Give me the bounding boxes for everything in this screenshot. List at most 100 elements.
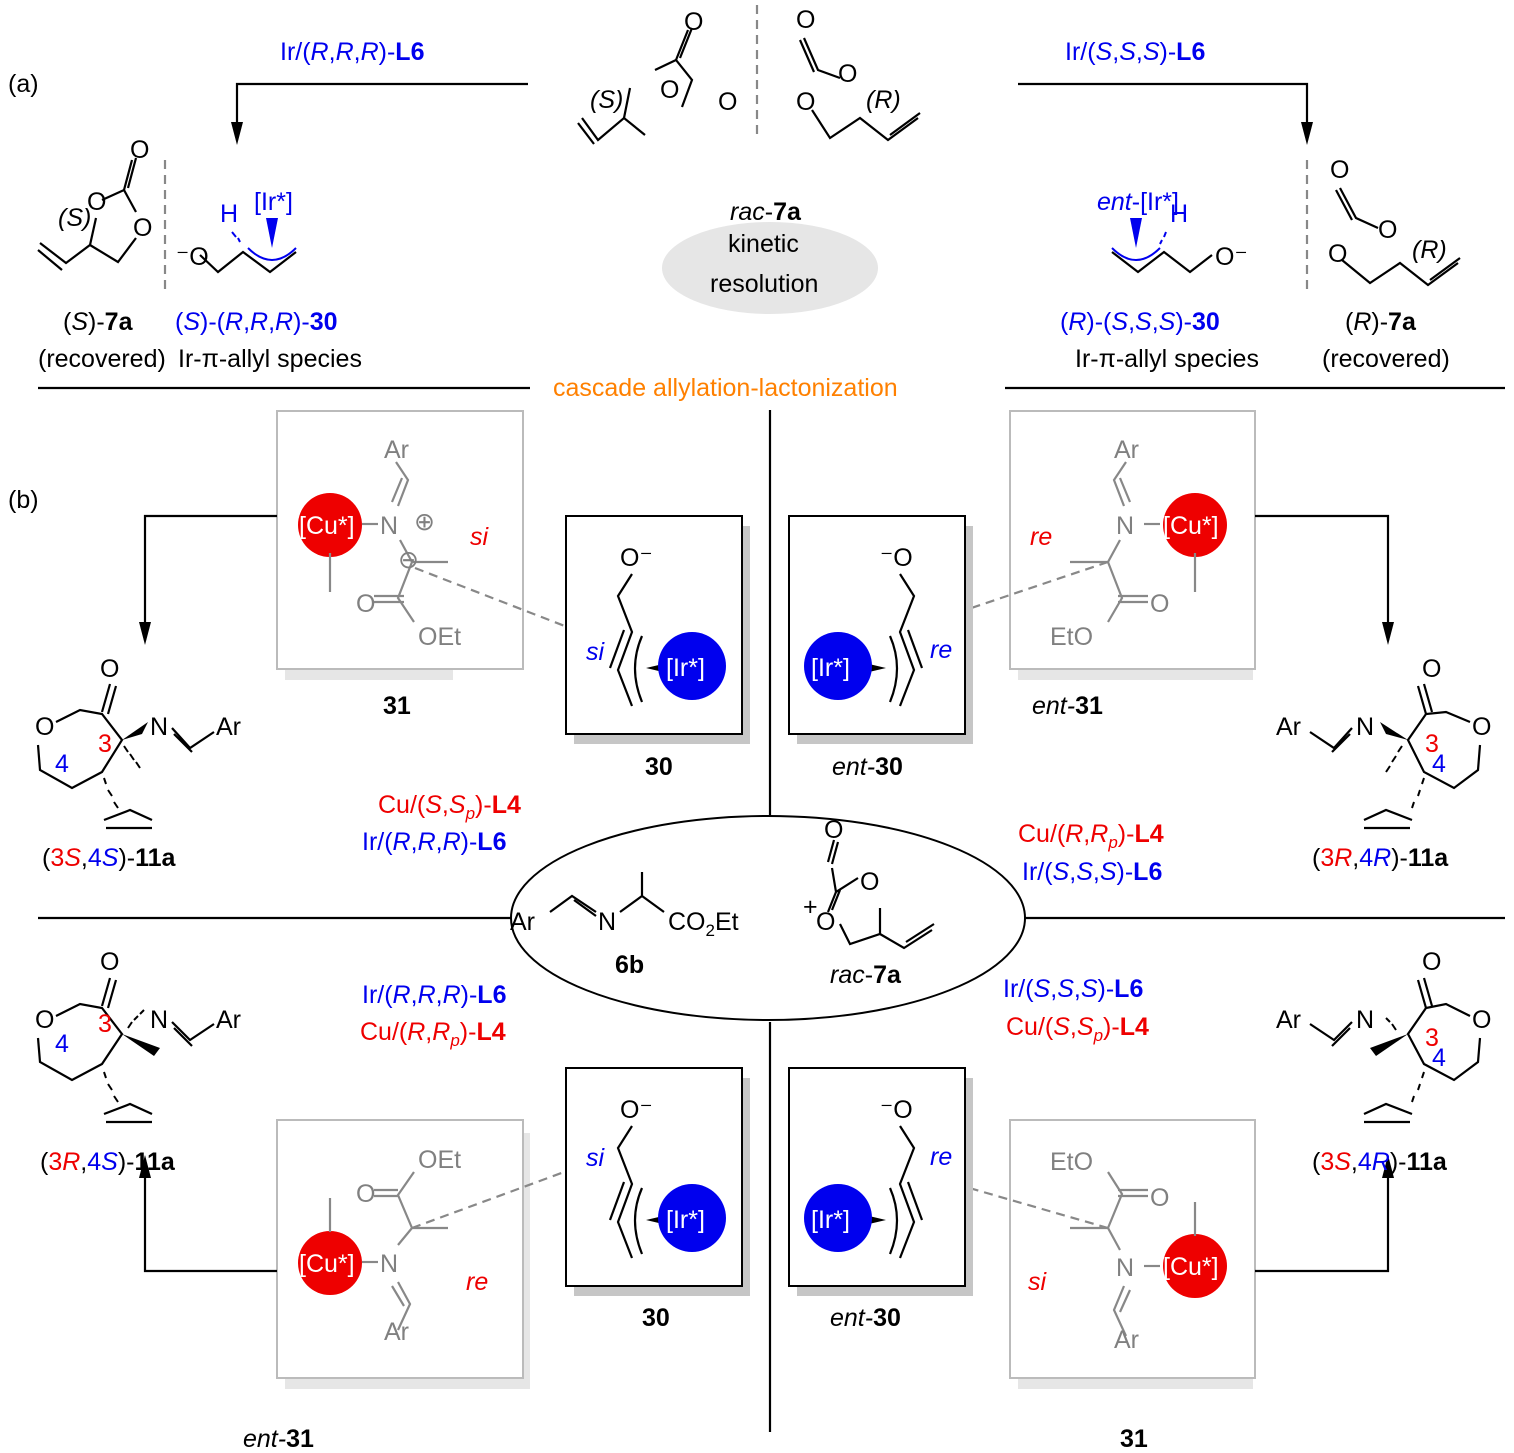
svg-text:O: O [1150, 1184, 1169, 1212]
arrow-to-s-7a [231, 82, 528, 145]
s-7a-structure-center: O O O (S) [577, 8, 737, 145]
svg-text:O: O [133, 214, 152, 242]
svg-text:N: N [1116, 512, 1134, 540]
svg-text:Cu/(S,Sp)-L4: Cu/(S,Sp)-L4 [378, 791, 521, 823]
arrow-to-r-7a [1018, 82, 1313, 145]
svg-text:O: O [356, 1180, 375, 1208]
svg-text:(R): (R) [866, 86, 901, 114]
r-sss-30-label: (R)-(S,S,S)-30 [1060, 308, 1220, 336]
r-7a-recovered-note: (recovered) [1322, 345, 1450, 373]
product-3s4s-11a-label: (3S,4S)-11a [42, 844, 177, 872]
svg-text:Ar: Ar [1114, 1326, 1139, 1354]
r-7a-label: (R)-7a [1345, 308, 1417, 336]
svg-text:EtO: EtO [1050, 1148, 1093, 1176]
svg-text:O: O [1472, 713, 1491, 741]
product-3r4s-11a-structure: O O N Ar 3 4 [35, 948, 241, 1124]
svg-text:3: 3 [98, 1010, 112, 1038]
svg-text:H: H [1170, 200, 1188, 228]
label-31-bottom-right: 31 [1120, 1425, 1148, 1453]
cu-metal-circle [1163, 493, 1227, 557]
svg-text:O: O [356, 590, 375, 618]
resolution-label: resolution [710, 270, 818, 298]
svg-text:O: O [1422, 655, 1441, 683]
svg-text:[Ir*]: [Ir*] [811, 1206, 850, 1234]
svg-text:O: O [100, 655, 119, 683]
ir-complex-ent30-top-right: ⁻O [Ir*] re [788, 515, 973, 744]
rac-7a-label: rac-7a [730, 198, 802, 226]
label-ent30-bottom-right: ent-30 [830, 1304, 901, 1332]
svg-text:re: re [930, 636, 952, 664]
s-rrr-30-label: (S)-(R,R,R)-30 [175, 308, 338, 336]
svg-text:OEt: OEt [418, 1146, 461, 1174]
svg-text:re: re [1030, 523, 1052, 551]
svg-text:(R): (R) [1412, 236, 1447, 264]
s-7a-recovered-note: (recovered) [38, 345, 166, 373]
svg-text:Ir/(R,R,R)-L6: Ir/(R,R,R)-L6 [362, 828, 506, 856]
ir-metal-circle [658, 632, 726, 700]
svg-text:[Cu*]: [Cu*] [1163, 512, 1219, 540]
svg-text:re: re [930, 1143, 952, 1171]
panel-label-a: (a) [8, 70, 39, 98]
starting-materials-oval [510, 815, 1026, 1021]
plus-sign: + [803, 893, 818, 921]
svg-text:N: N [598, 908, 616, 936]
rac-7a-structure: O O O rac-7a [816, 816, 935, 989]
svg-text:O: O [100, 948, 119, 976]
r-sss-30-structure: ent-[Ir*] H O⁻ [1097, 188, 1248, 274]
ir-metal-circle [658, 1184, 726, 1252]
svg-text:OEt: OEt [418, 623, 461, 651]
svg-text:O: O [824, 816, 843, 844]
ir-metal-circle [804, 1184, 872, 1252]
svg-text:Ar: Ar [384, 1318, 409, 1346]
conditions-top-right: Cu/(R,Rp)-L4 Ir/(S,S,S)-L6 [1018, 820, 1164, 886]
svg-text:N: N [150, 713, 168, 741]
svg-text:O: O [796, 6, 815, 34]
cu-metal-circle [298, 493, 362, 557]
svg-text:O: O [1328, 240, 1347, 268]
svg-text:Cu/(R,Rp)-L4: Cu/(R,Rp)-L4 [360, 1018, 506, 1050]
reagent-ir-rrr-l6: Ir/(R,R,R)-L6 [280, 38, 424, 66]
svg-text:O: O [130, 136, 149, 164]
ir-complex-30-bottom-left: O⁻ [Ir*] si [565, 1067, 750, 1296]
label-ent31-bottom-left: ent-31 [243, 1425, 314, 1453]
svg-text:Ar: Ar [1276, 1006, 1301, 1034]
product-3s4s-11a-structure: O O N Ar 3 4 [35, 655, 241, 830]
svg-text:[Ir*]: [Ir*] [666, 1206, 705, 1234]
conditions-bottom-left: Ir/(R,R,R)-L6 Cu/(R,Rp)-L4 [360, 981, 506, 1050]
ir-metal-circle [804, 632, 872, 700]
ent-ir-label: ent-[Ir*] [1097, 188, 1179, 216]
svg-text:(S): (S) [590, 86, 623, 114]
svg-text:si: si [586, 638, 606, 666]
svg-text:4: 4 [1432, 1044, 1446, 1072]
svg-text:CO2Et: CO2Et [668, 908, 739, 940]
svg-text:O: O [1378, 216, 1397, 244]
svg-text:O: O [718, 88, 737, 116]
svg-text:Cu/(S,Sp)-L4: Cu/(S,Sp)-L4 [1006, 1013, 1149, 1045]
svg-text:⁻O: ⁻O [880, 544, 913, 572]
svg-text:[Ir*]: [Ir*] [666, 654, 705, 682]
svg-text:O: O [1472, 1006, 1491, 1034]
rac-7a-label: rac-7a [830, 961, 902, 989]
label-30-top-left: 30 [645, 753, 673, 781]
svg-text:Ar: Ar [1276, 713, 1301, 741]
conditions-bottom-right: Ir/(S,S,S)-L6 Cu/(S,Sp)-L4 [1003, 975, 1149, 1045]
svg-text:4: 4 [1432, 750, 1446, 778]
svg-text:⊕: ⊕ [414, 508, 435, 536]
cu-complex-31-bottom-right: [Cu*] N Ar O EtO si [899, 1119, 1394, 1389]
svg-text:4: 4 [55, 750, 69, 778]
svg-text:⁻O: ⁻O [176, 243, 209, 271]
cu-complex-ent31-bottom-left: [Cu*] N Ar O OEt re [139, 1119, 576, 1389]
svg-text:[Cu*]: [Cu*] [1163, 1253, 1219, 1281]
svg-text:N: N [1116, 1254, 1134, 1282]
label-ent31-top-right: ent-31 [1032, 692, 1103, 720]
svg-text:O: O [1422, 948, 1441, 976]
svg-text:Ar: Ar [384, 436, 409, 464]
svg-text:Ar: Ar [216, 713, 241, 741]
r-7a-recovered-structure: O O O (R) [1328, 156, 1461, 287]
svg-text:O: O [87, 188, 106, 216]
svg-text:si: si [470, 523, 490, 551]
svg-text:O: O [660, 76, 679, 104]
svg-text:N: N [380, 1250, 398, 1278]
cu-metal-circle [298, 1231, 362, 1295]
svg-text:⊖: ⊖ [398, 546, 419, 574]
